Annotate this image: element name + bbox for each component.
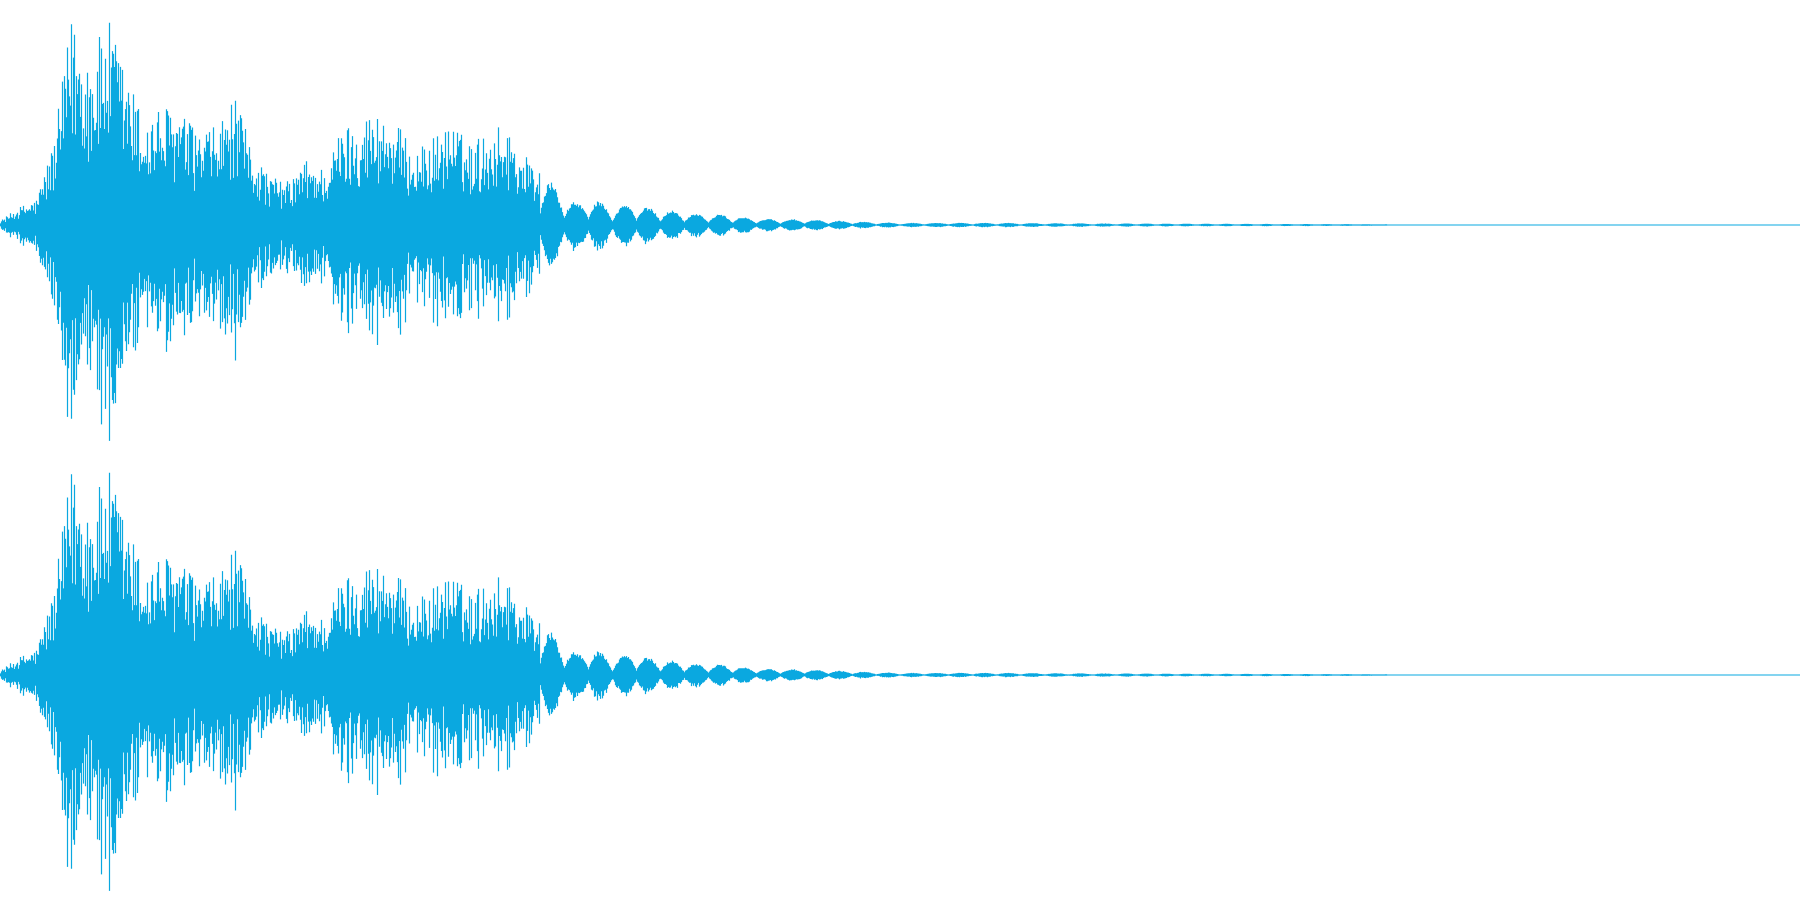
waveform-trace — [0, 472, 1388, 891]
channel-1-waveform — [0, 22, 1800, 441]
channel-2-waveform — [0, 472, 1800, 891]
waveform-trace — [0, 22, 1388, 441]
